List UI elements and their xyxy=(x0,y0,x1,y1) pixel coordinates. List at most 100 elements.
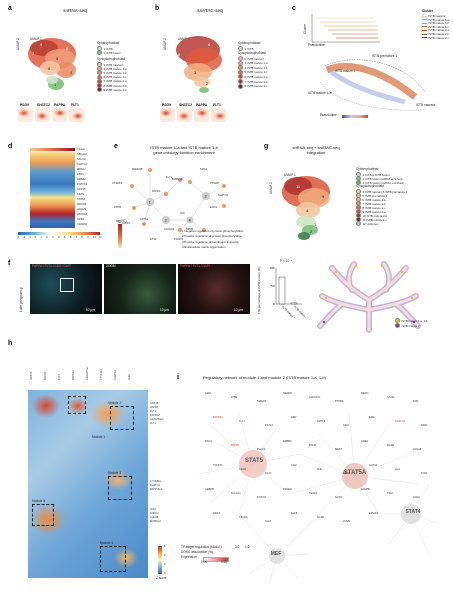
legend-number: 7 xyxy=(362,201,365,206)
network-gene-label: PTPRF xyxy=(335,400,344,403)
legend-number: 5 xyxy=(244,70,247,75)
network-gene-label: KRT19 xyxy=(140,218,149,221)
panel-f: f Late pregnancy PAPPA / FLT1 / CD9 / DA… xyxy=(0,258,453,340)
heatmap-gene-label: ADAM12 xyxy=(77,223,88,226)
panel-d-cluster-bar xyxy=(30,148,75,151)
legend-swatch-icon xyxy=(238,46,243,51)
legend-label: ISTB mature 1-a xyxy=(365,197,386,202)
panel-b-umap: 8 6 3 2 xyxy=(176,36,222,93)
panel-d-label: d xyxy=(8,143,13,150)
legend-number: 2 xyxy=(103,50,106,55)
legend-number: 8 xyxy=(244,84,247,89)
network-gene-label: TCF1 xyxy=(421,472,428,475)
legend-label: ICTB & ICTB fusion xyxy=(365,172,390,177)
panel-a-legend-h1: Cytotrophoblast xyxy=(97,41,120,45)
legend-label: ISTB mature 2-a xyxy=(106,79,127,84)
panel-h-heatmap xyxy=(28,390,148,578)
legend-number: 8 xyxy=(362,205,365,210)
legend-item: ISTB mature 2-b xyxy=(422,32,449,36)
schematic-legend-label: ISTB mature 1-a, 1-b xyxy=(401,318,428,323)
network-gene-label: GATA3 xyxy=(369,464,378,467)
legend-swatch-icon xyxy=(238,56,243,61)
heatmap-gene-label: SACO2 xyxy=(77,158,86,161)
network-gene-label: FLT1 xyxy=(239,420,245,423)
panel-a-label: a xyxy=(8,5,12,12)
panel-f-side-label: Late pregnancy xyxy=(19,287,23,312)
heatmap-gene-label: ST8A4 xyxy=(77,198,85,201)
feature-plot xyxy=(211,108,226,122)
panel-c-trajectory xyxy=(319,59,426,111)
network-gene-label: PPARG xyxy=(283,488,292,491)
panel-h-module-1-label: Module 1 xyxy=(92,435,106,439)
panel-c-label: c xyxy=(292,5,296,12)
heatmap-top-gene: IGF2 xyxy=(128,374,131,380)
heatmap-top-gene: FLT1 xyxy=(58,374,61,380)
network-gene-label: TEAD3 xyxy=(309,492,318,495)
legend-swatch-icon xyxy=(422,26,427,28)
network-gene-label: ETS2 xyxy=(150,238,157,241)
legend-item: ISTB mature 2-c xyxy=(422,36,449,40)
legend-item: ISTB mature 1-c xyxy=(422,25,449,29)
legend-number: 4 xyxy=(244,65,247,70)
panel-h-module-2-label: Module 2 xyxy=(108,401,122,405)
heatmap-gene-label: ENTPD1 xyxy=(77,183,88,186)
legend-label: ISTB mature 2-b xyxy=(428,32,450,36)
panel-f-schematic xyxy=(317,261,421,333)
legend-swatch-icon xyxy=(97,50,102,56)
legend-label: ISTB mature 1-a xyxy=(247,61,268,66)
panel-e-scale xyxy=(118,224,122,248)
legend-number: 12 xyxy=(362,221,366,226)
network-gene-label: SOX9 xyxy=(335,496,342,499)
legend-label: ISTB mature 2-c xyxy=(106,87,127,92)
legend-number: 5 xyxy=(362,193,365,198)
colorbar-tick: 2 xyxy=(46,236,48,239)
network-gene-label: HLA xyxy=(395,468,401,471)
network-gene-label: ETS2 xyxy=(343,472,350,475)
legend-swatch-icon xyxy=(238,79,243,84)
panel-e-network: 1 2 3 4 xyxy=(130,168,226,232)
heatmap-top-gene: PAPPA2 xyxy=(72,370,75,380)
legend-swatch-icon xyxy=(422,29,427,31)
legend-item: ISTB mature 2-a xyxy=(422,28,449,32)
legend-number: 3 xyxy=(244,61,247,66)
legend-label: ISTB mature 1-b xyxy=(247,65,268,70)
feature-plot xyxy=(177,108,192,122)
panel-d-colorbar xyxy=(18,232,100,235)
network-gene-label: MEST xyxy=(335,448,343,451)
network-gene-label: SLC2A1 xyxy=(231,492,241,495)
legend-label: ICTB xyxy=(247,46,254,51)
heatmap-side-gene: MAMSL2 xyxy=(150,520,161,523)
panel-c-tip-3: ISTB mature 1-a xyxy=(308,91,332,95)
network-gene-label: VEGFA xyxy=(239,516,248,519)
heatmap-side-gene: IGF2 xyxy=(150,508,156,511)
legend-label: ISTB mature 2-b xyxy=(106,83,127,88)
legend-swatch-icon xyxy=(422,22,427,24)
legend-swatch-icon xyxy=(238,65,243,71)
panel-i-legend-scale-1: 3.0 xyxy=(235,545,240,549)
heatmap-gene-label: FBN1 xyxy=(77,173,84,176)
colorbar-tick: 3 xyxy=(52,236,54,239)
legend-swatch-icon xyxy=(238,83,243,89)
heatmap-gene-label: Cluster xyxy=(77,148,86,151)
legend-item: ISTB mature 1-b xyxy=(422,21,449,25)
colorbar-tick: 4 xyxy=(58,236,60,239)
legend-number: 6 xyxy=(362,197,365,202)
legend-swatch-icon xyxy=(97,87,102,93)
network-gene-label: GSNC xyxy=(387,396,395,399)
colorbar-tick: -3 xyxy=(17,236,20,239)
legend-label: ISTB mature 1-b xyxy=(365,201,386,206)
feature-plot-gene-label: SH3TC2 xyxy=(37,103,51,107)
bar-ytick: 0 xyxy=(273,302,275,306)
network-gene-label: FSTL3 xyxy=(265,424,273,427)
legend-item: ISTB mature 1-a xyxy=(422,18,449,22)
heatmap-gene-label: ADCM9 xyxy=(77,208,87,211)
legend-number: 5 xyxy=(103,70,106,75)
network-gene-label: FLT1 xyxy=(166,176,172,179)
heatmap-gene-label: MDD1B xyxy=(77,203,87,206)
svg-text:6: 6 xyxy=(208,42,211,47)
panel-c-pseudotime-strip xyxy=(311,14,380,43)
colorbar-tick: 6 xyxy=(69,236,72,239)
